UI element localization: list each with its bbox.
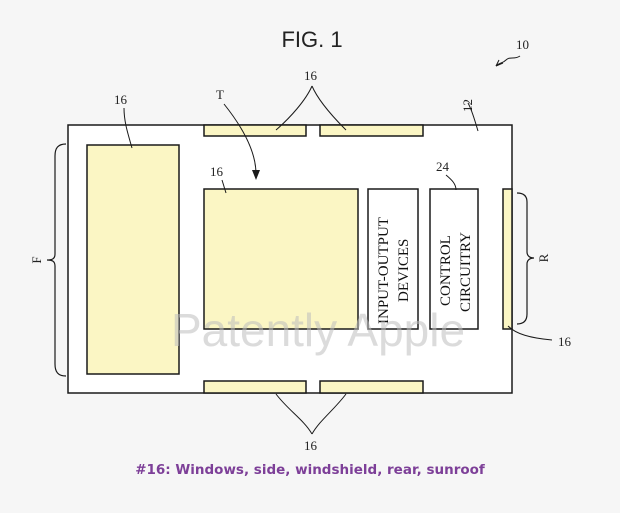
front-bracket	[46, 143, 67, 377]
label-16-rear: 16	[558, 334, 572, 349]
leader-16-bottom-right	[311, 393, 347, 435]
label-16-bottom: 16	[304, 438, 318, 453]
label-16-sunroof: 16	[210, 164, 224, 179]
label-12: 12	[460, 99, 475, 112]
figure-caption: #16: Windows, side, windshield, rear, su…	[135, 462, 485, 478]
rear-bracket	[516, 192, 535, 325]
leader-16-windshield	[123, 107, 133, 149]
label-16-top: 16	[304, 68, 318, 83]
window-side-bottom-left	[203, 380, 307, 394]
label-t: T	[216, 87, 224, 102]
window-side-top-right	[319, 124, 424, 137]
label-16-windshield: 16	[114, 92, 128, 107]
leader-line-10	[495, 55, 521, 67]
leader-line-12	[467, 102, 479, 132]
arrowhead-t	[252, 170, 260, 180]
leader-16-top-left	[275, 85, 313, 131]
watermark-text: Patently Apple	[171, 304, 465, 356]
leader-16-bottom-left	[275, 393, 313, 435]
window-rear	[502, 188, 513, 330]
label-24: 24	[436, 159, 450, 174]
label-f: F	[29, 256, 44, 263]
control-label-line2: CIRCUITRY	[458, 232, 474, 312]
leader-16-top-right	[311, 85, 347, 131]
window-sunroof	[203, 188, 359, 330]
window-side-top-left	[203, 124, 307, 137]
leader-16-rear	[507, 325, 553, 341]
label-10: 10	[516, 37, 529, 52]
leader-t	[223, 103, 257, 175]
control-label-line1: CONTROL	[438, 235, 454, 306]
io-label-line2: DEVICES	[396, 239, 412, 302]
window-windshield	[86, 144, 180, 375]
control-circuitry-box	[429, 188, 479, 330]
label-r: R	[536, 253, 551, 262]
figure-title: FIG. 1	[281, 27, 342, 52]
input-output-devices-box	[367, 188, 419, 330]
leader-16-sunroof	[221, 179, 227, 194]
leader-line-24	[445, 174, 457, 191]
arrowhead-10	[495, 59, 504, 67]
window-side-bottom-right	[319, 380, 424, 394]
io-label-line1: INPUT-OUTPUT	[376, 217, 392, 324]
